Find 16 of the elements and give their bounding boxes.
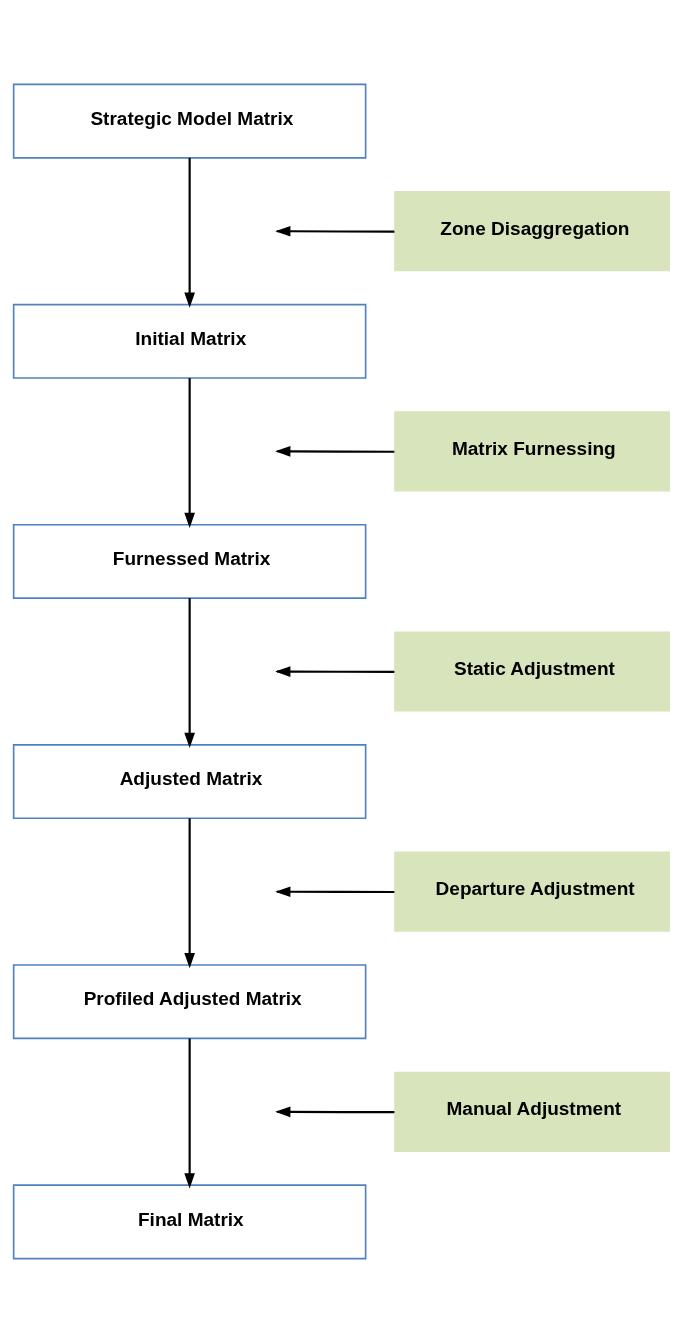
node-box: Strategic Model Matrix [12, 83, 367, 159]
arrow [184, 818, 195, 969]
node-box: Matrix Furnessing [394, 411, 671, 492]
arrow [184, 598, 195, 749]
node-box: Departure Adjustment [394, 851, 671, 932]
node-box: Final Matrix [12, 1184, 367, 1260]
arrow [184, 378, 195, 528]
node-box: Initial Matrix [12, 303, 367, 379]
node-box: Furnessed Matrix [12, 523, 367, 599]
node-box: Zone Disaggregation [394, 191, 671, 272]
node-box: Profiled Adjusted Matrix [12, 964, 367, 1040]
arrow [184, 157, 195, 308]
arrow [184, 1038, 195, 1189]
node-box: Static Adjustment [394, 631, 671, 712]
node-box: Adjusted Matrix [12, 744, 367, 820]
node-box: Manual Adjustment [394, 1071, 671, 1152]
